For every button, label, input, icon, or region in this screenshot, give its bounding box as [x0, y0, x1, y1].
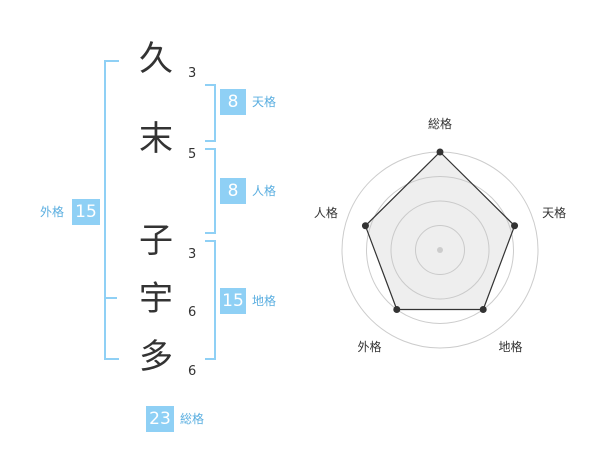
chikaku-bracket — [205, 240, 216, 360]
radar-axis-label-5: 人格 — [314, 205, 338, 220]
radar-axis-label-1: 総格 — [428, 116, 452, 131]
soukaku-value: 23 — [146, 406, 174, 432]
gaikaku-value: 15 — [72, 199, 100, 225]
tenkaku-value: 8 — [220, 89, 246, 115]
stroke-count-3: 3 — [188, 247, 197, 262]
radar-point-5 — [361, 222, 369, 230]
gaikaku-bracket-tick — [104, 297, 117, 299]
tenkaku-label: 天格 — [252, 95, 277, 109]
stroke-count-2: 5 — [188, 147, 197, 162]
name-char-3: 子 — [139, 221, 173, 261]
radar-ring-3 — [415, 225, 465, 275]
stroke-count-5: 6 — [188, 364, 197, 379]
radar-ring-2 — [390, 200, 490, 300]
gaikaku-bracket — [104, 60, 119, 360]
soukaku-label: 総格 — [180, 412, 205, 426]
stroke-count-4: 6 — [188, 305, 197, 320]
chikaku-label: 地格 — [252, 294, 277, 308]
jinkaku-bracket — [205, 148, 216, 234]
radar-center-dot — [437, 247, 443, 253]
radar-ring-1 — [366, 176, 514, 324]
name-char-4: 宇 — [139, 279, 173, 319]
radar-axis-label-4: 外格 — [357, 339, 381, 354]
tenkaku-bracket — [205, 84, 216, 142]
chikaku-value: 15 — [220, 288, 246, 314]
jinkaku-label: 人格 — [252, 184, 277, 198]
radar-point-4 — [393, 305, 401, 313]
gaikaku-label: 外格 — [40, 205, 65, 219]
radar-axis-label-2: 天格 — [542, 205, 566, 220]
radar-point-2 — [511, 222, 519, 230]
radar-axis-label-3: 地格 — [499, 339, 523, 354]
stroke-count-1: 3 — [188, 66, 197, 81]
radar-polygon — [364, 151, 516, 311]
radar-point-1 — [436, 148, 444, 156]
name-char-2: 末 — [139, 119, 173, 159]
name-char-5: 多 — [139, 337, 173, 377]
jinkaku-value: 8 — [220, 178, 246, 204]
radar-point-3 — [479, 305, 487, 313]
name-char-1: 久 — [139, 39, 173, 79]
